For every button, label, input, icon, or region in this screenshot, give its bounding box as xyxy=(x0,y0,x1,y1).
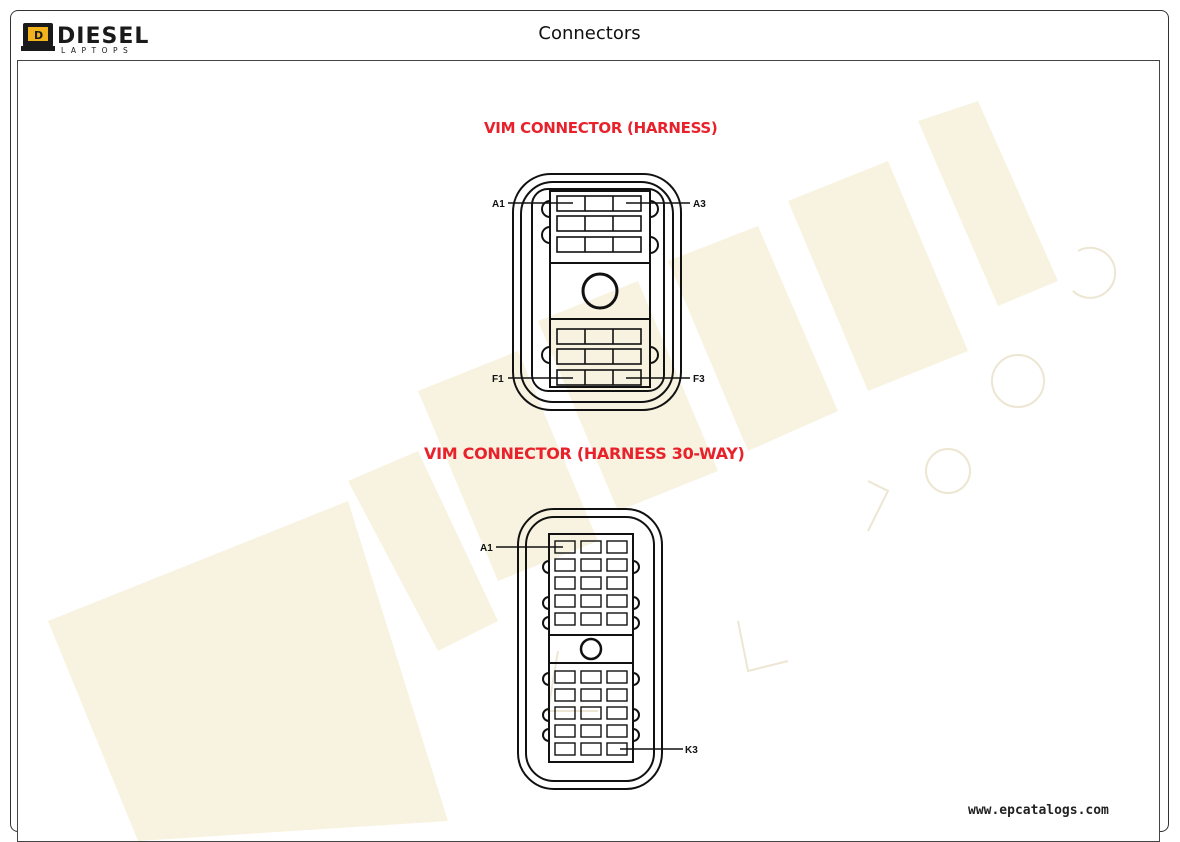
brand-bottom-text: LAPTOPS xyxy=(61,46,133,55)
pin-label-a1: A1 xyxy=(492,199,505,210)
pin-label-f1: F1 xyxy=(492,374,504,385)
diesel-laptops-logo: D DIESEL LAPTOPS xyxy=(21,23,149,55)
site-watermark: www.epcatalogs.com xyxy=(968,803,1109,818)
svg-text:D: D xyxy=(34,29,43,42)
watermark xyxy=(48,101,1117,841)
pin-label-a3: A3 xyxy=(693,199,706,210)
content-panel[interactable]: VIM CONNECTOR (HARNESS) VIM CONNECTOR (H… xyxy=(17,60,1160,842)
pin-label-f3: F3 xyxy=(693,374,705,385)
page-title: Connectors xyxy=(538,23,641,44)
pin-label-a1-30way: A1 xyxy=(480,543,493,554)
viewer-window: D DIESEL LAPTOPS Connectors xyxy=(10,10,1169,842)
connector-2-title: VIM CONNECTOR (HARNESS 30-WAY) xyxy=(424,444,745,463)
pin-label-k3: K3 xyxy=(685,745,698,756)
connector-1-diagram: A1 A3 F1 F3 xyxy=(492,173,706,411)
connector-1-title: VIM CONNECTOR (HARNESS) xyxy=(484,119,718,137)
connector-2-diagram: A1 K3 xyxy=(480,508,698,790)
brand-top-text: DIESEL xyxy=(57,24,149,49)
connector-2-pins xyxy=(554,540,628,756)
header: D DIESEL LAPTOPS Connectors xyxy=(11,11,1168,59)
